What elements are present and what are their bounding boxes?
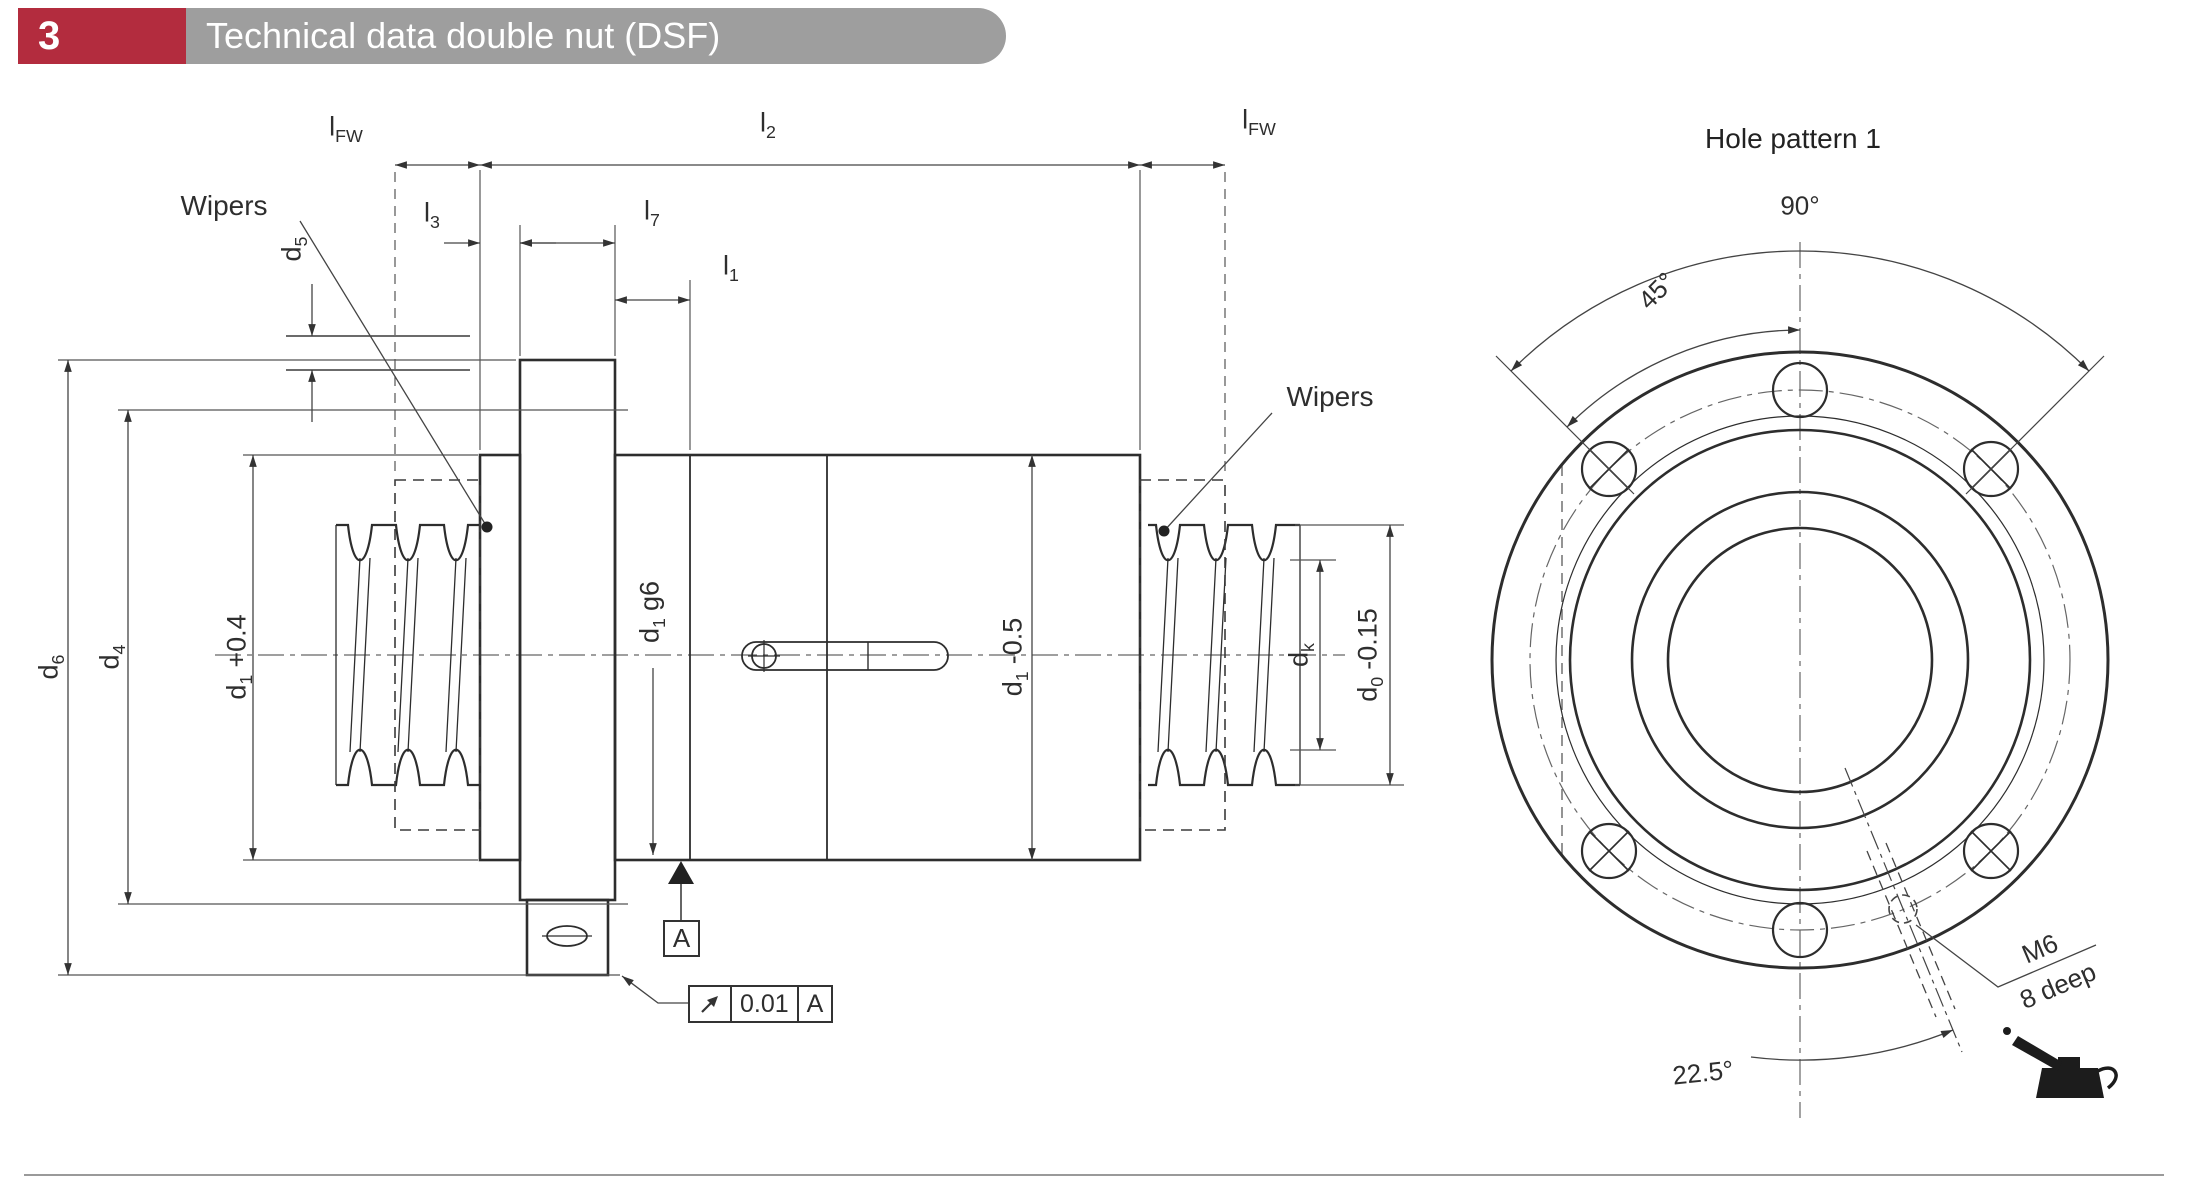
dim-label-l3: l3 <box>424 197 440 232</box>
flange-lug-slot <box>542 925 592 947</box>
screw-threads-left <box>335 523 480 787</box>
dim-label-l2: l2 <box>760 107 776 142</box>
extension-lines <box>58 170 1404 976</box>
dim-label-l1: l1 <box>723 250 739 285</box>
tolerance-value: 0.01 <box>732 985 799 1023</box>
datum-marker <box>668 861 694 922</box>
dim-label-lfw-left: lFW <box>329 111 363 146</box>
dim-label-d5: d5 <box>276 236 311 262</box>
angle-90-label: 90° <box>1780 190 1820 221</box>
tolerance-datum: A <box>798 985 834 1023</box>
section-view <box>58 161 1404 1004</box>
dim-label-lfw-right: lFW <box>1242 104 1276 139</box>
d5-feature-lines <box>286 335 470 371</box>
nut-outline <box>478 358 1142 977</box>
dim-label-d6: d6 <box>33 654 68 680</box>
flange-circles <box>1490 350 2110 970</box>
datum-label-box: A <box>663 920 700 957</box>
dim-label-d4: d4 <box>94 644 129 670</box>
hole-pattern-title: Hole pattern 1 <box>1705 123 1881 154</box>
tolerance-frame: 0.01 A <box>688 985 834 1023</box>
hole-pattern-view <box>1490 242 2118 1118</box>
dim-label-d0: d0-0.15 <box>1352 608 1387 702</box>
dim-label-d1-plus: d1+0.4 <box>221 614 256 700</box>
angle-dimensions <box>1495 250 2105 1061</box>
angle-225-label: 22.5° <box>1671 1054 1735 1091</box>
wiper-housings <box>394 479 1226 831</box>
dim-label-dk: dk <box>1283 643 1318 667</box>
wipers-label-left: Wipers <box>180 190 268 221</box>
lube-hole-m6 <box>1844 767 2097 1053</box>
screw-threads-right <box>1148 523 1301 787</box>
dim-label-l7: l7 <box>644 195 660 230</box>
oil-can-icon <box>2003 1027 2118 1098</box>
dim-label-d1-g6: d1g6 <box>634 581 669 643</box>
wipers-label-right: Wipers <box>1286 381 1374 412</box>
bottom-divider <box>24 1174 2164 1176</box>
dimension-lines <box>64 161 1394 1004</box>
circular-runout-icon <box>688 985 732 1023</box>
dim-label-d1-minus: d1-0.5 <box>997 617 1032 697</box>
section-title-pill: Technical data double nut (DSF) <box>186 8 1006 64</box>
hole-pattern-centerlines <box>1561 242 1801 1118</box>
section-number-badge: 3 <box>18 8 186 64</box>
wiper-leaders <box>299 220 1273 537</box>
lube-slot <box>741 640 949 672</box>
